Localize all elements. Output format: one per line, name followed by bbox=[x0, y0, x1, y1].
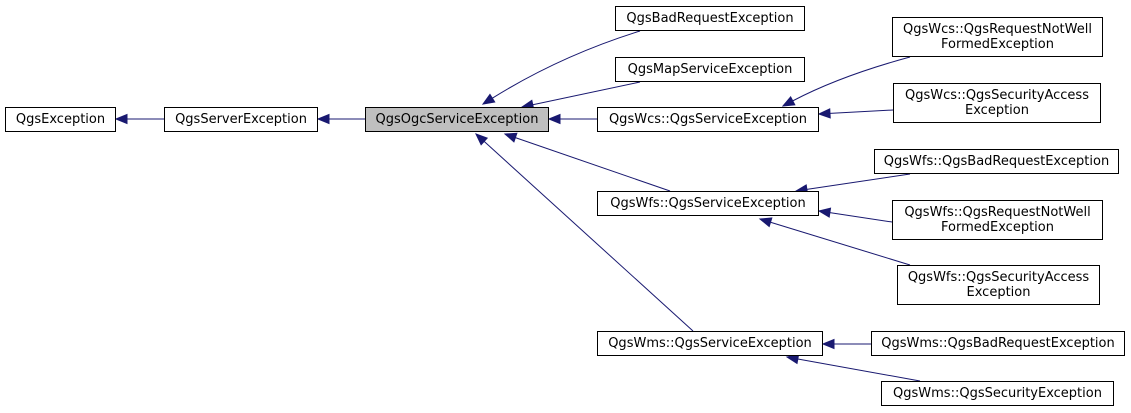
node-qgs-wms-bad-request-exception[interactable]: QgsWms::QgsBadRequestException bbox=[871, 331, 1125, 356]
edge-line bbox=[829, 109, 894, 114]
edge-qgs-ogc-service-exception-to-qgs-server-exception bbox=[316, 113, 365, 125]
edge-qgs-server-exception-to-qgs-exception bbox=[114, 113, 164, 125]
edge-line bbox=[797, 358, 921, 382]
edge-line bbox=[483, 141, 694, 332]
edge-line bbox=[532, 81, 641, 106]
edge-qgs-wfs-security-access-exception-to-qgs-wfs-service-exception bbox=[758, 217, 911, 266]
edge-qgs-wms-service-exception-to-qgs-ogc-service-exception bbox=[475, 133, 694, 332]
edge-arrowhead bbox=[475, 133, 489, 146]
edge-arrowhead bbox=[316, 113, 330, 125]
edge-qgs-map-service-exception-to-qgs-ogc-service-exception bbox=[520, 81, 641, 110]
edge-arrowhead bbox=[781, 96, 796, 107]
edge-arrowhead bbox=[817, 207, 832, 218]
node-qgs-wfs-request-not-well-formed-exception[interactable]: QgsWfs::QgsRequestNotWell FormedExceptio… bbox=[892, 200, 1103, 240]
edge-qgs-bad-request-exception-to-qgs-ogc-service-exception bbox=[481, 30, 641, 105]
node-qgs-map-service-exception[interactable]: QgsMapServiceException bbox=[615, 57, 805, 82]
node-qgs-server-exception[interactable]: QgsServerException bbox=[164, 107, 318, 132]
edge-line bbox=[806, 173, 911, 190]
edge-qgs-wfs-service-exception-to-qgs-ogc-service-exception bbox=[503, 132, 671, 192]
node-qgs-bad-request-exception[interactable]: QgsBadRequestException bbox=[615, 6, 805, 31]
edge-arrowhead bbox=[547, 113, 561, 125]
node-qgs-wcs-security-access-exception[interactable]: QgsWcs::QgsSecurityAccess Exception bbox=[893, 83, 1101, 123]
node-qgs-wcs-request-not-well-formed-exception[interactable]: QgsWcs::QgsRequestNotWell FormedExceptio… bbox=[892, 17, 1103, 57]
edge-qgs-wms-security-exception-to-qgs-wms-service-exception bbox=[785, 353, 921, 382]
edge-arrowhead bbox=[758, 217, 773, 228]
edge-arrowhead bbox=[817, 108, 831, 119]
node-qgs-wfs-bad-request-exception[interactable]: QgsWfs::QgsBadRequestException bbox=[874, 149, 1119, 174]
edge-qgs-wcs-security-access-exception-to-qgs-wcs-service-exception bbox=[817, 108, 894, 119]
node-qgs-wfs-security-access-exception[interactable]: QgsWfs::QgsSecurityAccess Exception bbox=[897, 265, 1100, 305]
edge-qgs-wfs-request-not-well-formed-exception-to-qgs-wfs-service-exception bbox=[817, 207, 893, 223]
edge-qgs-wms-bad-request-exception-to-qgs-wms-service-exception bbox=[821, 338, 871, 350]
edge-line bbox=[515, 137, 671, 192]
node-qgs-wfs-service-exception[interactable]: QgsWfs::QgsServiceException bbox=[597, 191, 819, 216]
edge-arrowhead bbox=[481, 93, 496, 105]
edge-line bbox=[492, 30, 641, 99]
edge-qgs-wcs-request-not-well-formed-exception-to-qgs-wcs-service-exception bbox=[781, 56, 911, 107]
edge-arrowhead bbox=[114, 113, 128, 125]
node-qgs-wms-service-exception[interactable]: QgsWms::QgsServiceException bbox=[597, 331, 823, 356]
node-qgs-wcs-service-exception[interactable]: QgsWcs::QgsServiceException bbox=[597, 107, 819, 132]
edge-qgs-wcs-service-exception-to-qgs-ogc-service-exception bbox=[547, 113, 597, 125]
edge-line bbox=[829, 212, 893, 223]
node-qgs-ogc-service-exception: QgsOgcServiceException bbox=[365, 107, 549, 132]
edge-line bbox=[792, 56, 911, 102]
edge-arrowhead bbox=[821, 338, 835, 350]
node-qgs-wms-security-exception[interactable]: QgsWms::QgsSecurityException bbox=[881, 381, 1114, 406]
edge-line bbox=[770, 221, 911, 266]
node-qgs-exception[interactable]: QgsException bbox=[5, 107, 116, 132]
edge-arrowhead bbox=[503, 132, 518, 143]
